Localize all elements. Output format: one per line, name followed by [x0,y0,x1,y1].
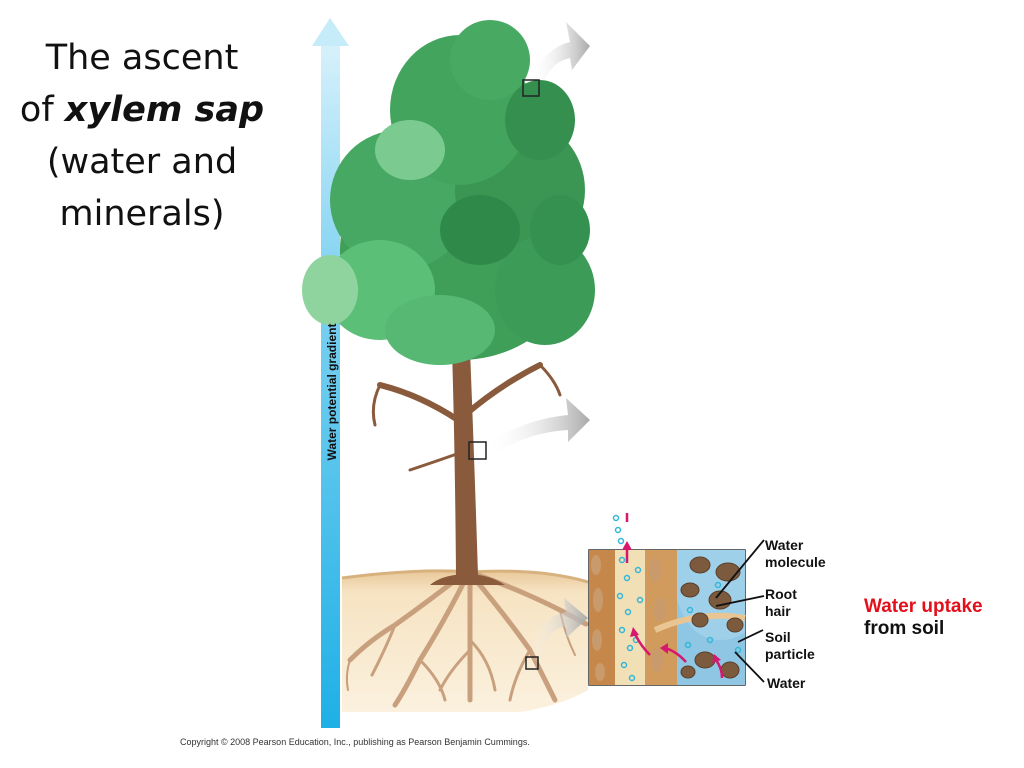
title-emphasis: xylem sap [64,90,265,130]
callout-root-hair-line-2: hair [765,603,791,619]
title-line-4: minerals) [59,194,225,234]
copyright-notice: Copyright © 2008 Pearson Education, Inc.… [180,737,530,747]
stem-detail-box [468,441,487,460]
callout-root-hair: Root hair [765,586,797,620]
callout-water-molecule-line-1: Water [765,537,804,553]
title-line-2-prefix: of [19,90,65,130]
callout-leaders [715,539,765,683]
soil-layer [342,570,588,712]
root-soil-closeup [588,513,746,686]
callout-root-hair-line-1: Root [765,586,797,602]
callout-water-molecule-line-2: molecule [765,554,826,570]
callout-soil-particle-line-1: Soil [765,629,791,645]
title-line-2: of xylem sap [14,84,270,136]
root-detail-box [525,656,539,670]
water-potential-gradient-label: Water potential gradient [325,323,339,461]
callout-soil-particle: Soil particle [765,629,815,663]
callout-water-molecule: Water molecule [765,537,826,571]
water-uptake-line-1: Water uptake [864,596,983,617]
slide-title: The ascent of xylem sap (water and miner… [14,32,270,240]
title-line-1: The ascent [45,38,239,78]
gray-arrows [487,22,590,662]
water-uptake-line-2: from soil [864,618,945,639]
callout-soil-particle-line-2: particle [765,646,815,662]
callout-water: Water [767,675,806,691]
title-line-3: (water and [46,142,238,182]
tree-foliage [302,20,595,365]
water-uptake-caption: Water uptake from soil [864,596,983,640]
leaf-detail-box [522,79,540,97]
